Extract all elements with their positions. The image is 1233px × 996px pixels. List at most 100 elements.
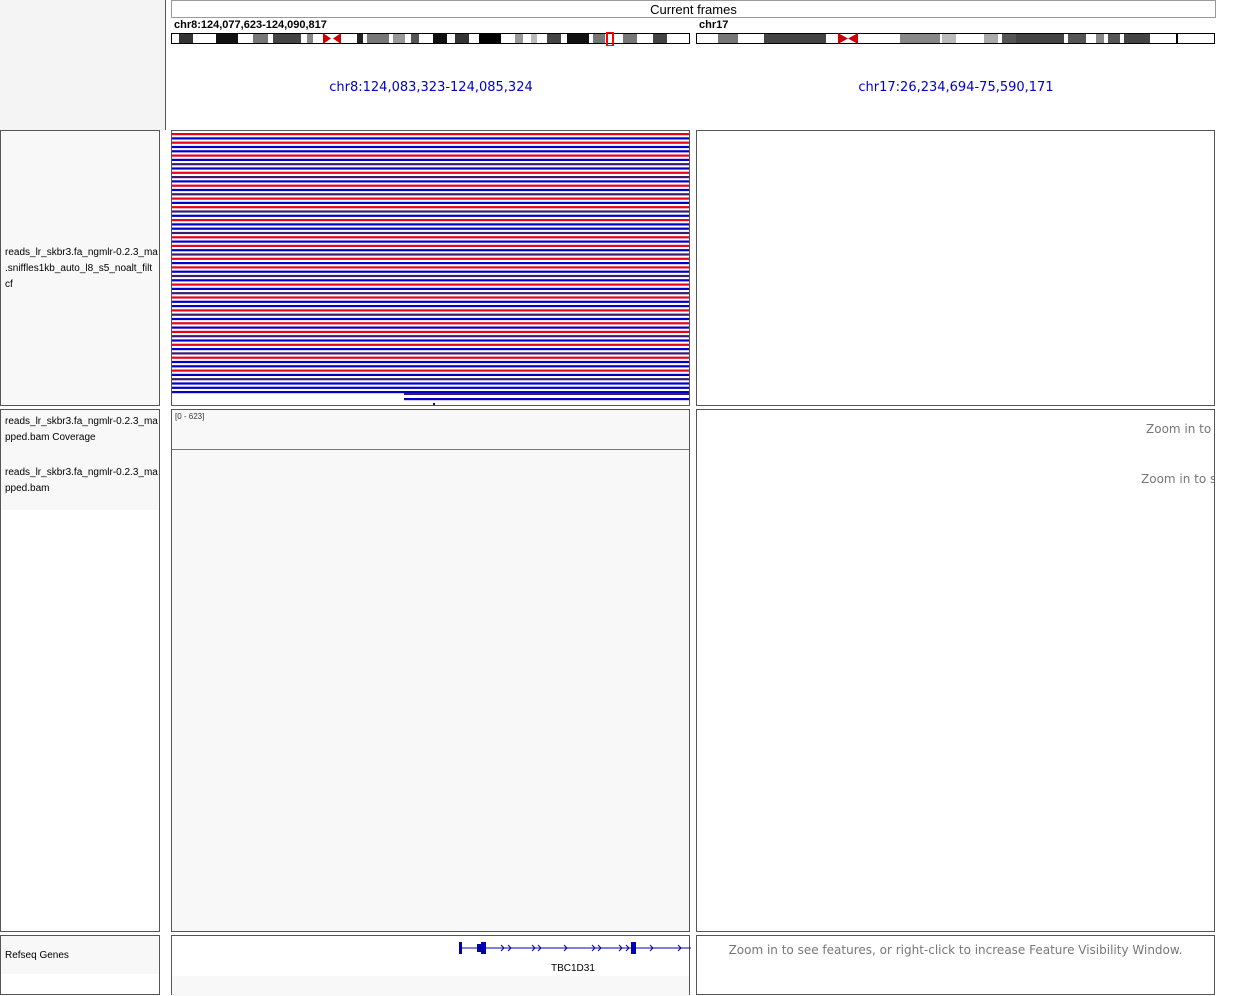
vcf-track-name-line3: cf [5,279,13,290]
gene-model-tbc1d31[interactable] [456,939,691,957]
vcf-sample-row [172,348,689,351]
refseq-track-name-panel[interactable]: Refseq Genes [0,935,160,995]
vcf-variant-rows [172,133,689,405]
vcf-sample-row [172,283,689,286]
vcf-sample-row [172,274,689,278]
bam-track-frame2[interactable] [696,409,1215,932]
frame2-ideogram[interactable] [696,32,1216,46]
vcf-sample-row [172,335,689,338]
vcf-sample-row [172,339,689,342]
vcf-sample-row [172,352,689,355]
vcf-sample-row-partial [404,393,689,395]
vcf-sample-row [172,270,689,273]
vcf-sample-row [172,360,689,364]
vcf-sample-row [172,236,689,239]
vcf-sample-row [172,176,689,179]
vcf-sample-row [172,214,689,217]
vcf-sample-row [172,391,689,394]
vcf-sample-row [172,167,689,170]
vcf-variant-dot [433,403,435,405]
vcf-sample-row [172,365,689,368]
vcf-sample-row [172,231,689,235]
refseq-track-name: Refseq Genes [5,950,69,961]
vcf-sample-row [172,201,689,204]
vcf-sample-row [172,386,689,389]
frame2-ruler[interactable] [696,56,1216,128]
vcf-sample-row [172,223,689,226]
vcf-sample-row [172,184,689,187]
frame2-locus[interactable]: chr17:26,234,694-75,590,171 [858,80,1054,95]
vcf-sample-row [172,305,689,308]
vcf-sample-row [172,343,689,346]
vcf-sample-row [172,219,689,222]
vcf-sample-row [172,266,689,269]
vcf-sample-row [172,257,689,260]
vcf-sample-row [172,197,689,200]
vcf-sample-row [172,317,689,321]
vcf-sample-row-partial [404,398,689,401]
vcf-track-frame1[interactable] [171,130,690,406]
vcf-sample-row [172,137,689,140]
vcf-sample-row [172,369,689,372]
vcf-track-name-panel[interactable]: reads_lr_skbr3.fa_ngmlr-0.2.3_ma .sniffl… [0,130,160,406]
vcf-sample-row [172,150,689,153]
frame2-chrom-label: chr17 [699,19,729,31]
refseq-expanded-bg [172,976,689,996]
vcf-sample-row [172,322,689,325]
bam-zoom-message: Zoom in to se [1141,472,1214,486]
vcf-sample-row [172,145,689,149]
coverage-range-label: [0 - 623] [175,412,205,421]
vcf-sample-row [172,171,689,174]
vcf-sample-row [172,227,689,230]
coverage-track-area[interactable] [172,410,689,450]
vcf-sample-row [172,330,689,333]
vcf-sample-row [172,244,689,247]
vcf-sample-row [172,180,689,183]
vcf-sample-row [172,279,689,282]
vcf-sample-row [172,163,689,166]
vcf-sample-row [172,292,689,295]
current-frames-title: Current frames [171,0,1216,18]
vcf-sample-row [172,210,689,213]
vcf-sample-row [172,382,689,385]
vcf-sample-row [172,249,689,252]
coverage-zoom-message: Zoom in to s [1146,422,1214,436]
frame1-ideogram[interactable] [171,32,691,46]
vcf-sample-row [172,300,689,303]
vcf-sample-row [172,154,689,157]
vcf-sample-row [172,253,689,256]
vcf-sample-row [172,326,689,329]
bam-track-name-line1: reads_lr_skbr3.fa_ngmlr-0.2.3_ma [5,467,158,478]
frame1-locus[interactable]: chr8:124,083,323-124,085,324 [329,80,533,95]
frame1-chrom-label: chr8:124,077,623-124,090,817 [174,19,327,31]
vcf-sample-row [172,158,689,161]
bam-track-name-line2: pped.bam [5,483,50,494]
bam-track-name-panel[interactable]: reads_lr_skbr3.fa_ngmlr-0.2.3_ma pped.ba… [0,409,160,932]
vcf-track-name-line1: reads_lr_skbr3.fa_ngmlr-0.2.3_ma [5,247,158,258]
vcf-sample-row [172,240,689,243]
vcf-sample-row [172,206,689,209]
vcf-track-name-line2: .sniffles1kb_auto_l8_s5_noalt_filt [5,263,153,274]
vcf-sample-row [172,141,689,144]
bam-track-frame1[interactable] [171,409,690,932]
refseq-track-frame1[interactable] [171,935,691,996]
refseq-name-bg [1,936,159,974]
bam-name-bg [1,410,159,510]
vcf-sample-row [172,309,689,312]
vcf-sample-row [172,296,689,299]
gene-label-tbc1d31: TBC1D31 [551,963,595,974]
vcf-sample-row [172,193,689,196]
header-left-blank [0,0,166,130]
coverage-track-name-line2: pped.bam Coverage [5,432,96,443]
coverage-track-name-line1: reads_lr_skbr3.fa_ngmlr-0.2.3_ma [5,416,158,427]
vcf-sample-row [172,133,689,136]
frame1-ruler[interactable] [171,56,691,128]
vcf-track-frame2[interactable] [696,130,1215,406]
vcf-sample-row [172,188,689,192]
vcf-sample-row [172,313,689,316]
vcf-sample-row [172,262,689,265]
vcf-sample-row [172,373,689,376]
feature-zoom-message: Zoom in to see features, or right-click … [728,943,1183,957]
vcf-sample-row [172,378,689,381]
vcf-sample-row [172,287,689,290]
